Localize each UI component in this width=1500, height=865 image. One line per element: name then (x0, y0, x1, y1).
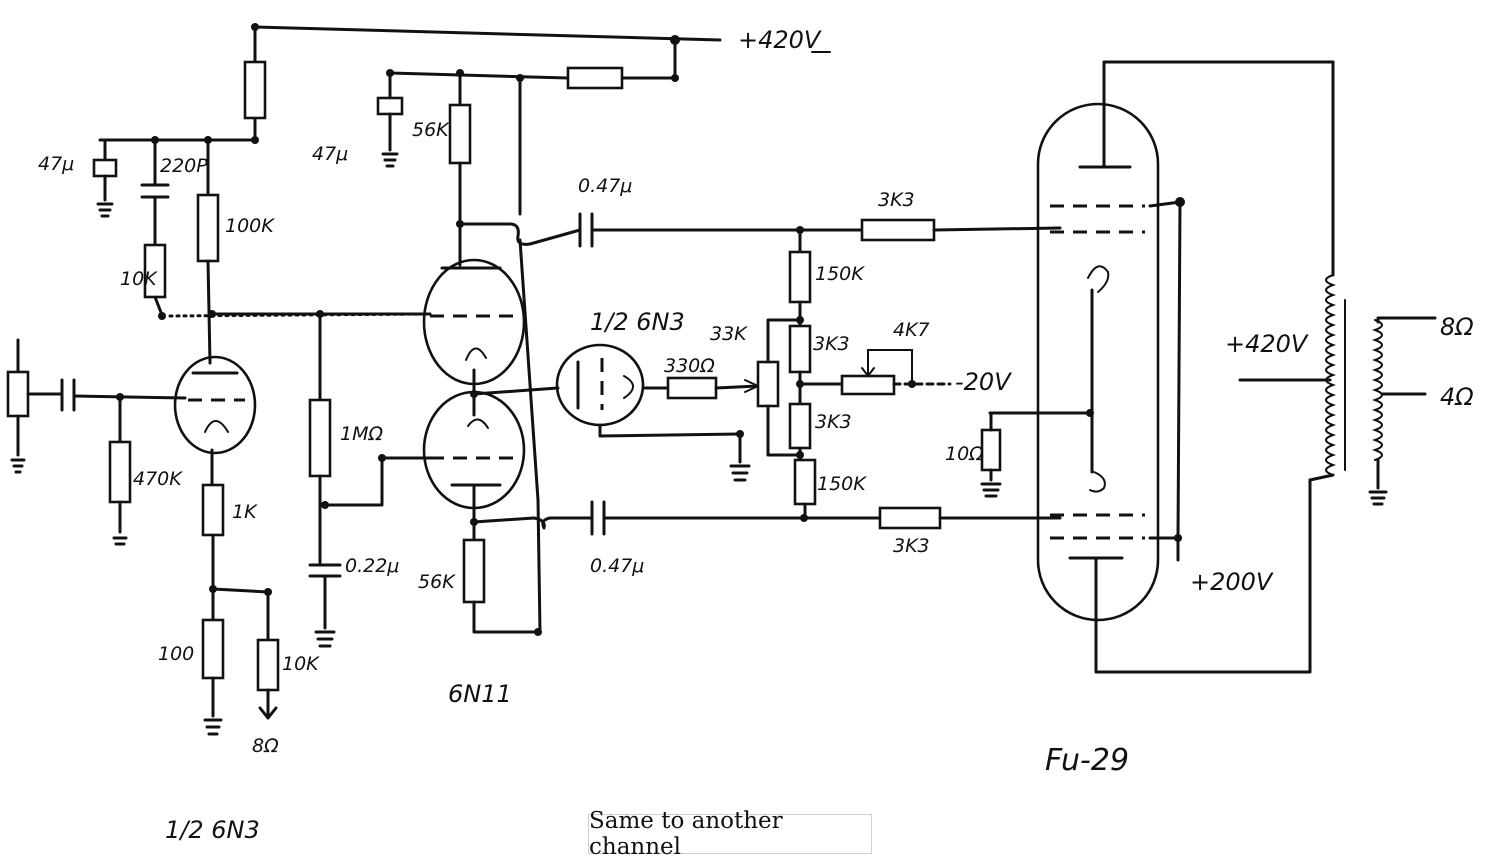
resistor-hv-drop-1 (243, 60, 267, 120)
label-r-100k: 100K (225, 215, 275, 237)
label-r-150k-top: 150K (815, 263, 865, 285)
label-r-10k-a: 10K (120, 268, 158, 290)
label-r-3k3-grid-bot: 3K3 (893, 535, 930, 557)
label-c-047-bot: 0.47μ (590, 555, 644, 577)
phase-tube-lower (422, 390, 882, 636)
bias-divider (756, 228, 952, 520)
label-r-56k-bot: 56K (418, 571, 456, 593)
label-r-33k: 33K (710, 323, 748, 345)
bias-label: -20V (955, 368, 1012, 396)
label-r-330: 330Ω (664, 355, 715, 377)
label-out-8: 8Ω (1440, 313, 1474, 341)
label-bias-tube: 1/2 6N3 (590, 308, 685, 336)
caption-box: Same to another channel (588, 808, 872, 860)
label-c-022: 0.22μ (345, 555, 399, 577)
label-r-10k-fb: 10K (282, 653, 320, 675)
hv-top-label: +420V (738, 26, 822, 54)
label-r-3k3-b: 3K3 (815, 411, 852, 433)
label-input-tube: 1/2 6N3 (165, 816, 260, 844)
label-c-decouple-1: 47μ (38, 153, 74, 175)
label-output-tube: Fu-29 (1045, 743, 1129, 778)
label-r-470k: 470K (133, 468, 183, 490)
input-tube (173, 355, 257, 487)
input-decoupling (92, 136, 432, 365)
bias-tube (528, 343, 761, 482)
label-r-1m: 1MΩ (340, 423, 383, 445)
input-cathode (201, 483, 280, 736)
resistor-grid-top (860, 218, 936, 242)
hv-rail (98, 23, 722, 142)
label-r-10-cath: 10Ω (945, 443, 984, 465)
label-r-100: 100 (158, 643, 194, 665)
label-pot-4k7: 4K7 (893, 319, 930, 341)
resistor-grid-bot (878, 506, 942, 530)
output-tube (980, 60, 1335, 674)
label-r-56k-top: 56K (412, 119, 450, 141)
label-r-3k3-a: 3K3 (813, 333, 850, 355)
resistor-hv-drop-2 (566, 66, 624, 90)
label-c-decouple-2: 47μ (312, 143, 348, 165)
output-transformer (1238, 60, 1437, 506)
label-phase-tube: 6N11 (448, 680, 512, 708)
label-r-150k-bot: 150K (817, 473, 867, 495)
label-r-1k: 1K (232, 501, 258, 523)
phase-splitter-network (308, 69, 864, 648)
hv-ot-label: +420V (1225, 330, 1309, 358)
label-c-047-top: 0.47μ (578, 175, 632, 197)
label-fb-tap: 8Ω (252, 735, 279, 757)
input-network (6, 338, 187, 546)
label-out-4: 4Ω (1440, 383, 1474, 411)
screen-label: +200V (1190, 568, 1274, 596)
label-c-220p: 220P (160, 155, 208, 177)
label-r-3k3-grid-top: 3K3 (878, 189, 915, 211)
